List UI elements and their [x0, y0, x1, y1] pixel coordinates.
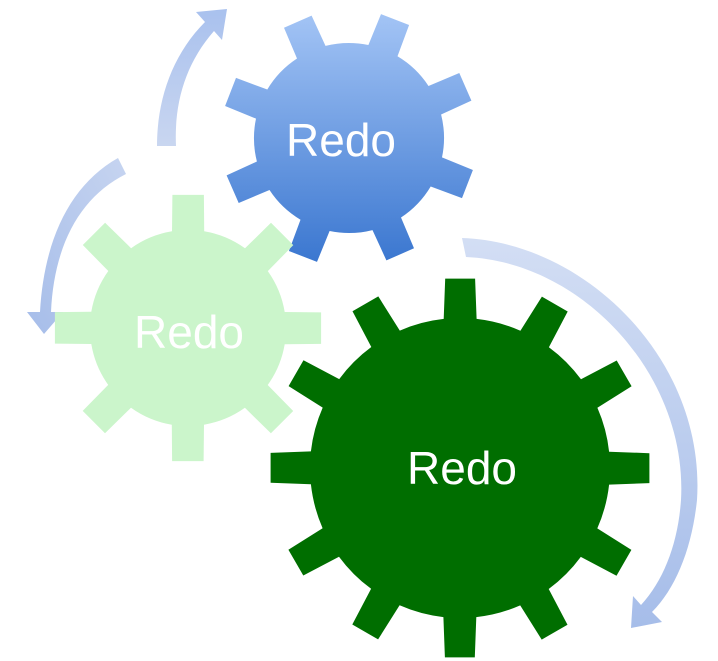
gear-blue-shape: [225, 14, 473, 262]
gear-dark-green-label: Redo: [407, 442, 517, 494]
gear-light-green: Redo: [54, 194, 322, 462]
gear-light-green-shape: [54, 194, 322, 462]
gear-dark-green: Redo: [270, 278, 650, 658]
arrow-top-up: [157, 9, 227, 146]
arrow-right-down: [462, 238, 698, 628]
gear-dark-green-shape: [270, 278, 650, 658]
gear-blue: Redo: [225, 14, 473, 262]
arrow-left-down: [27, 158, 126, 334]
cycle-arrows: [27, 9, 698, 628]
gear-blue-label: Redo: [286, 114, 396, 166]
gear-light-green-label: Redo: [134, 306, 244, 358]
